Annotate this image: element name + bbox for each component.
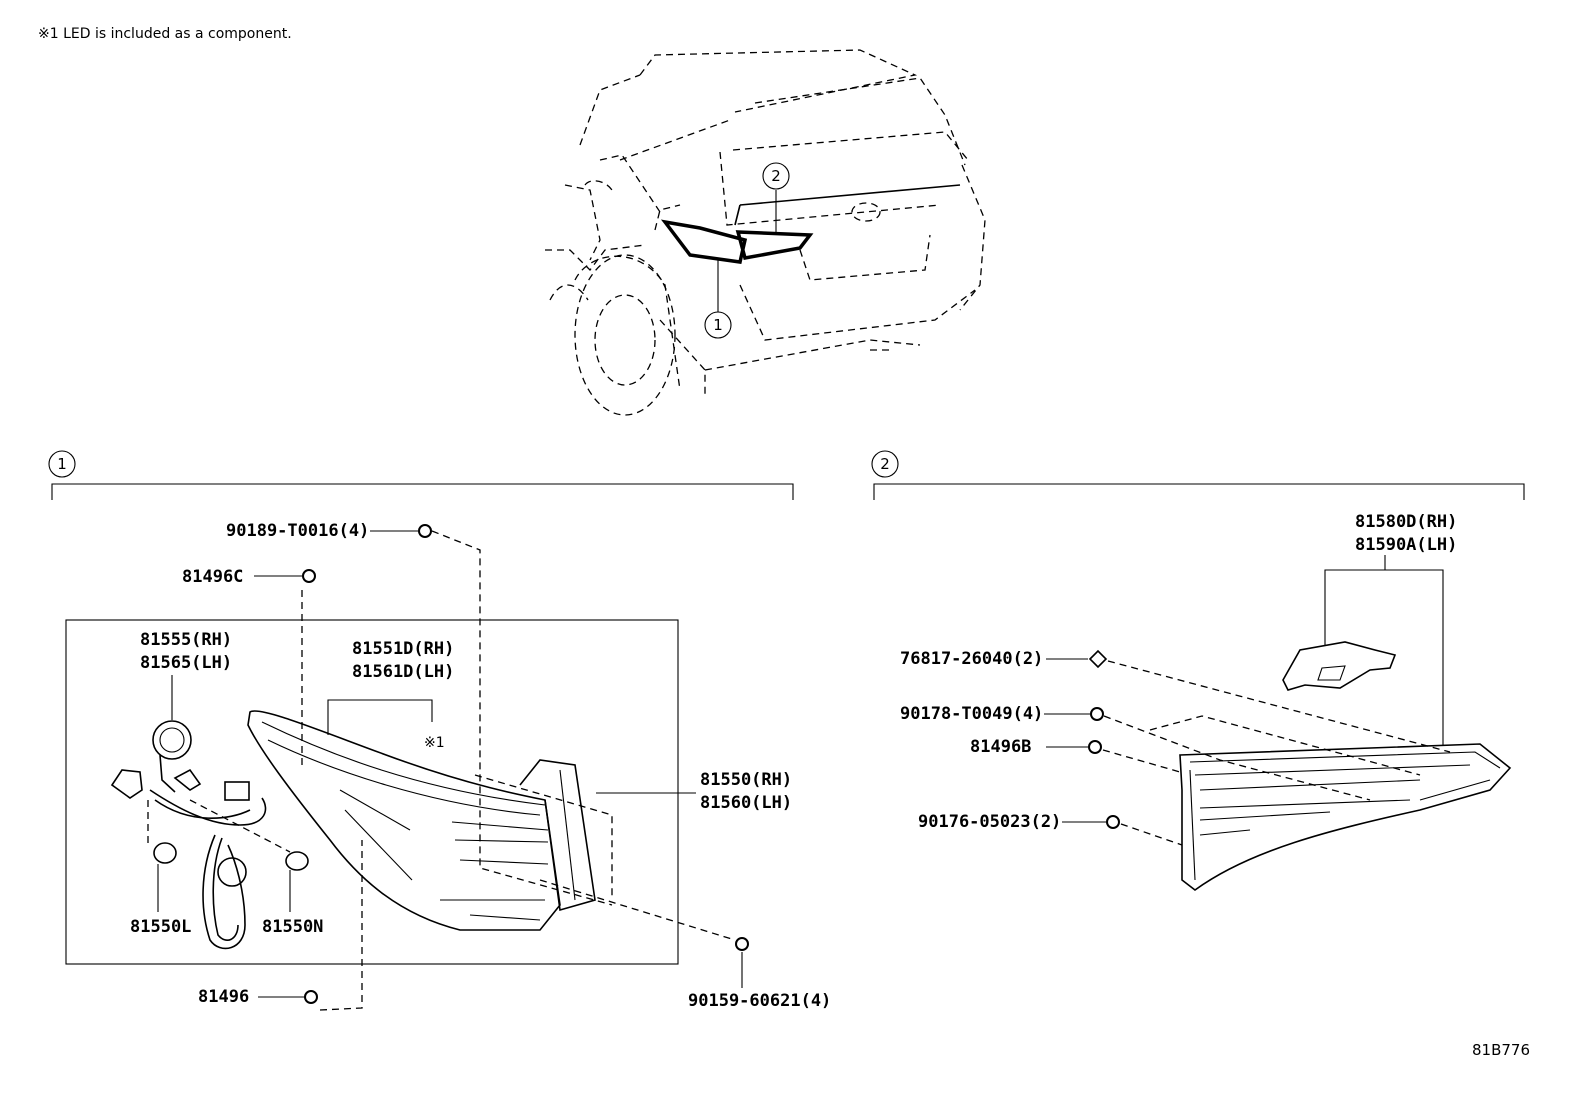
label-81555: 81555(RH)	[140, 630, 232, 650]
callout-1	[48, 450, 76, 478]
outer-lamp-lens	[247, 710, 561, 931]
connector-icon	[224, 781, 250, 801]
svg-text:2: 2	[771, 167, 781, 185]
bulb-icon	[153, 842, 177, 864]
bolt-icon	[418, 524, 432, 538]
label-81550: 81550(RH)	[700, 770, 792, 790]
label-81580D: 81580D(RH)	[1355, 512, 1457, 532]
nut-icon	[1090, 707, 1104, 721]
label-81550N: 81550N	[262, 917, 323, 937]
label-90176-05023: 90176-05023(2)	[918, 812, 1061, 832]
clip-icon	[304, 990, 318, 1004]
callout-1-vehicle	[704, 311, 732, 339]
led-mark: ※1	[424, 735, 445, 751]
label-81496: 81496	[198, 987, 249, 1007]
screw-icon	[1106, 815, 1120, 829]
callout-2-vehicle	[762, 162, 790, 190]
label-76817-26040: 76817-26040(2)	[900, 649, 1043, 669]
label-81565: 81565(LH)	[140, 653, 232, 673]
group-1-rear-combination-lamp: 1 90189-T0016(4) 81496C 81555(RH) 81565(…	[48, 450, 831, 1011]
group-2-back-door-lamp: 2 81580D(RH) 81590A(LH) 76817-26040(2) 9…	[871, 450, 1525, 891]
svg-text:1: 1	[713, 316, 723, 334]
label-90159-60621: 90159-60621(4)	[688, 991, 831, 1011]
label-81496B: 81496B	[970, 737, 1031, 757]
connector-icon	[110, 769, 143, 799]
callout-2	[871, 450, 899, 478]
label-81496C: 81496C	[182, 567, 243, 587]
vehicle-rear-illustration: 2 1	[545, 49, 986, 416]
svg-text:2: 2	[880, 455, 890, 473]
label-81560: 81560(LH)	[700, 793, 792, 813]
clip-icon	[1088, 740, 1102, 754]
retainer-icon	[1088, 649, 1108, 669]
bulb-icon	[285, 851, 309, 871]
gasket-icon	[1282, 641, 1397, 691]
label-81561D: 81561D(LH)	[352, 662, 454, 682]
label-81550L: 81550L	[130, 917, 191, 937]
label-81551D: 81551D(RH)	[352, 639, 454, 659]
label-90178-T0049: 90178-T0049(4)	[900, 704, 1043, 724]
back-door-lamp	[1179, 743, 1512, 891]
clip-icon	[302, 569, 316, 583]
socket-icon	[152, 720, 192, 760]
svg-text:1: 1	[57, 455, 67, 473]
label-90189-T0016: 90189-T0016(4)	[226, 521, 369, 541]
grommet-icon	[217, 857, 247, 887]
label-81590A: 81590A(LH)	[1355, 535, 1457, 555]
led-note: ※1 LED is included as a component.	[38, 26, 292, 42]
nut-icon	[735, 937, 749, 951]
diagram-reference-code: 81B776	[1472, 1041, 1530, 1059]
